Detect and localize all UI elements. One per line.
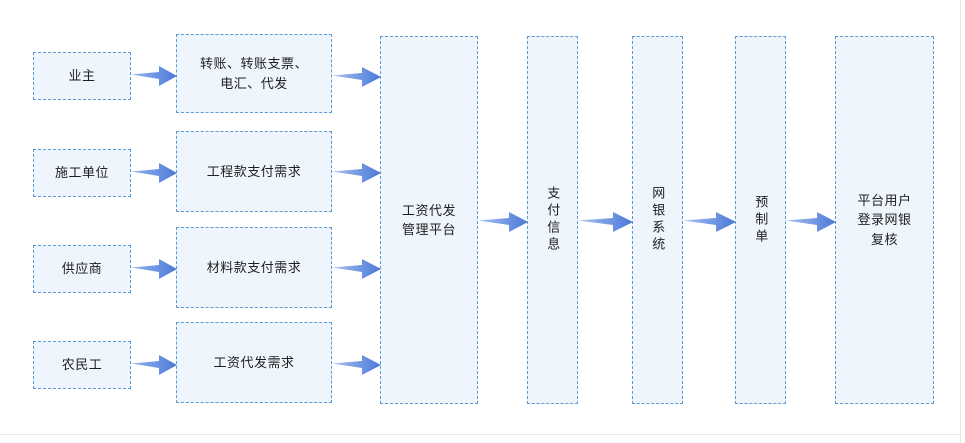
node-stage-platform-label: 工资代发 管理平台 <box>401 202 456 238</box>
node-stage-platform[interactable]: 工资代发 管理平台 <box>380 36 478 404</box>
node-demand-3-label: 材料款支付需求 <box>206 259 302 275</box>
node-demand-2-label: 工程款支付需求 <box>206 163 302 179</box>
arrow-demand-3-to-platform <box>332 259 381 279</box>
node-demand-1-label: 转账、转账支票、 电汇、代发 <box>199 56 308 91</box>
node-demand-2[interactable]: 工程款支付需求 <box>176 131 332 212</box>
node-source-4[interactable]: 农民工 <box>33 341 131 389</box>
node-stage-payment-info[interactable]: 支付信息 <box>527 36 578 404</box>
node-source-1-label: 业主 <box>68 68 96 84</box>
node-source-2-label: 施工单位 <box>54 165 109 181</box>
node-stage-user-review-label: 平台用户 登录网银 复核 <box>857 192 912 247</box>
node-demand-3[interactable]: 材料款支付需求 <box>176 227 332 308</box>
node-source-4-label: 农民工 <box>61 357 103 373</box>
arrow-platform-to-payment-info <box>478 212 528 232</box>
node-source-3-label: 供应商 <box>61 261 103 277</box>
arrow-prepared-order-to-user-review <box>786 212 836 232</box>
arrow-source-2-to-demand-2 <box>131 163 177 183</box>
arrow-ebank-system-to-prepared-order <box>683 212 736 232</box>
node-stage-ebank-system[interactable]: 网银系统 <box>632 36 683 404</box>
arrow-demand-1-to-platform <box>332 67 381 87</box>
arrow-demand-4-to-platform <box>332 355 381 375</box>
arrow-source-3-to-demand-3 <box>131 259 177 279</box>
arrow-demand-2-to-platform <box>332 163 381 183</box>
node-source-3[interactable]: 供应商 <box>33 245 131 293</box>
page-edge-bottom <box>0 434 960 435</box>
node-stage-user-review[interactable]: 平台用户 登录网银 复核 <box>835 36 934 404</box>
node-source-2[interactable]: 施工单位 <box>33 149 131 197</box>
node-demand-4[interactable]: 工资代发需求 <box>176 322 332 403</box>
node-demand-1[interactable]: 转账、转账支票、 电汇、代发 <box>176 34 332 113</box>
arrow-source-1-to-demand-1 <box>131 66 177 86</box>
node-stage-payment-info-label: 支付信息 <box>545 186 561 254</box>
node-stage-ebank-system-label: 网银系统 <box>650 186 666 254</box>
node-stage-prepared-order[interactable]: 预制单 <box>735 36 786 404</box>
node-demand-4-label: 工资代发需求 <box>213 354 295 370</box>
arrow-source-4-to-demand-4 <box>131 355 177 375</box>
page-edge-right <box>960 0 961 443</box>
node-source-1[interactable]: 业主 <box>33 52 131 100</box>
arrow-payment-info-to-ebank-system <box>578 212 633 232</box>
node-stage-prepared-order-label: 预制单 <box>753 194 769 246</box>
